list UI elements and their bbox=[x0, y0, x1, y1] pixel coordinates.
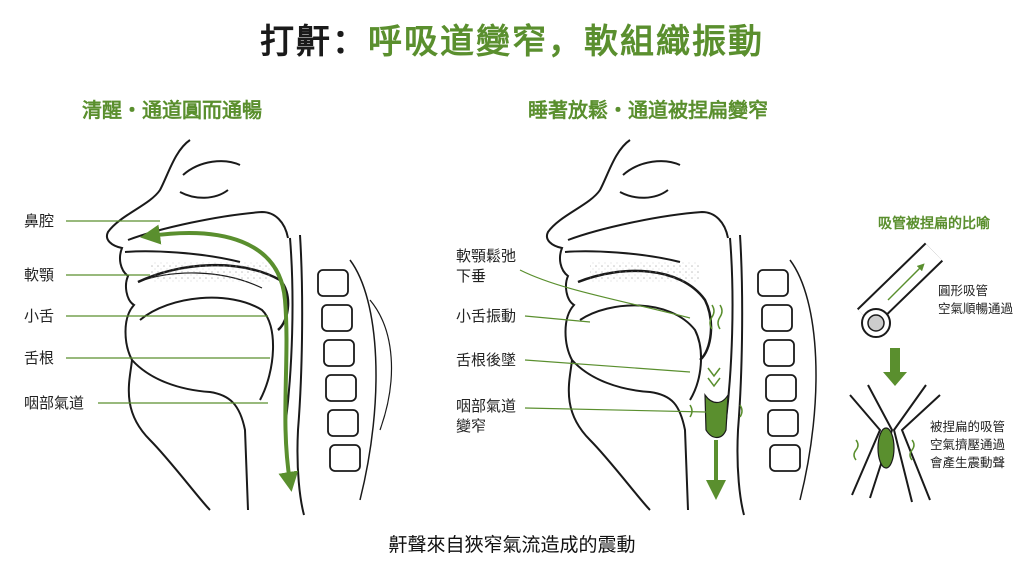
right-palate-texture bbox=[590, 262, 700, 282]
narrow-airway bbox=[705, 395, 728, 438]
round-straw-note: 圓形吸管 空氣順暢通過 bbox=[938, 282, 1013, 318]
left-leader-lines bbox=[66, 221, 270, 403]
left-head-drawing bbox=[107, 140, 392, 515]
label-tongue-base: 舌根 bbox=[24, 348, 54, 368]
down-arrow-head bbox=[883, 372, 907, 386]
round-straw bbox=[862, 252, 934, 337]
label-tongue-fall-back: 舌根後墜 bbox=[456, 350, 516, 370]
label-soft-palate: 軟顎 bbox=[24, 265, 54, 285]
label-airway-narrowed: 咽部氣道 變窄 bbox=[456, 396, 516, 436]
bottom-caption: 鼾聲來自狹窄氣流造成的震動 bbox=[0, 530, 1024, 557]
label-soft-palate-sag: 軟顎鬆弛 下垂 bbox=[456, 246, 516, 286]
vibration-marks bbox=[690, 305, 742, 417]
label-nasal-cavity: 鼻腔 bbox=[24, 211, 54, 231]
right-head-drawing bbox=[547, 140, 816, 515]
label-pharyngeal-airway: 咽部氣道 bbox=[24, 393, 84, 413]
label-uvula-vibration: 小舌振動 bbox=[456, 306, 516, 326]
pinch-point bbox=[878, 428, 894, 468]
analogy-title: 吸管被捏扁的比喻 bbox=[878, 213, 990, 233]
left-palate-texture bbox=[150, 262, 270, 282]
right-leader-lines bbox=[520, 270, 706, 412]
label-uvula: 小舌 bbox=[24, 306, 54, 326]
pinched-straw bbox=[850, 385, 940, 502]
pinched-straw-note: 被捏扁的吸管 空氣擠壓通過 會產生震動聲 bbox=[930, 418, 1005, 472]
